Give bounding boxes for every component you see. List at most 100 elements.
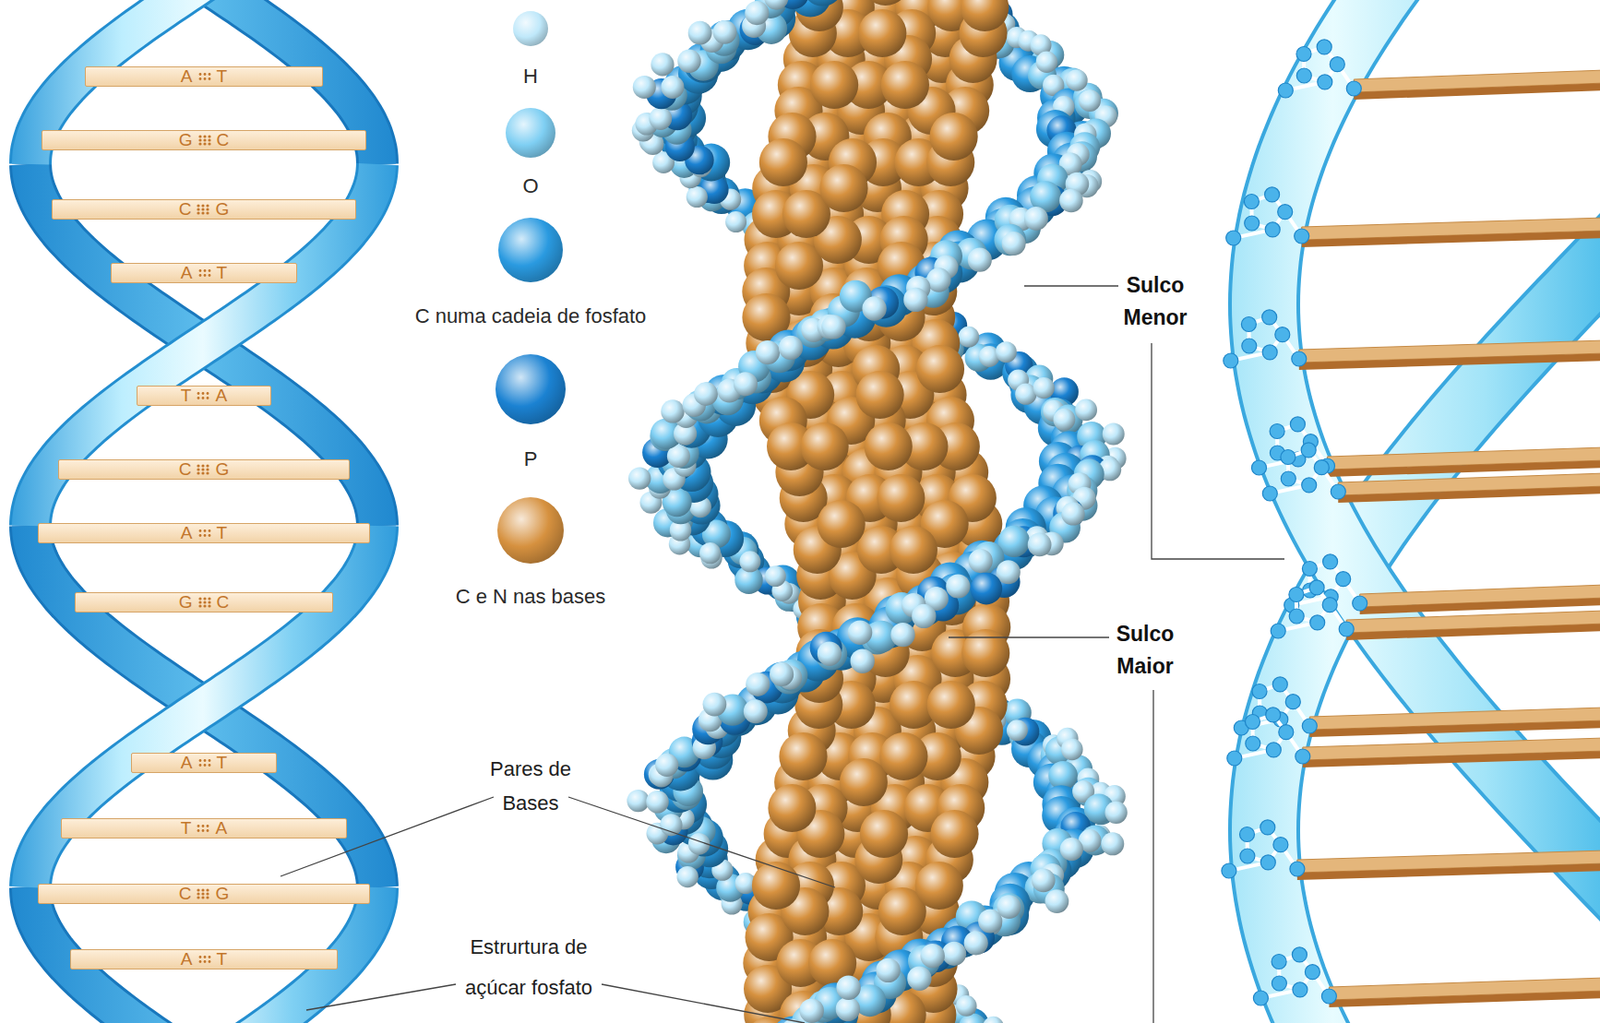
backbone-atom	[1033, 377, 1055, 399]
bond-dot	[202, 396, 205, 400]
backbone-atom	[703, 692, 728, 717]
bond-dot	[207, 960, 211, 964]
backbone-atom	[1102, 423, 1125, 446]
bond-dot	[207, 604, 211, 608]
backbone-atom	[739, 550, 761, 573]
bond-dot	[202, 392, 205, 395]
bond-dot	[197, 467, 201, 471]
backbone-atom	[693, 382, 718, 406]
base-atom	[876, 474, 925, 523]
backbone-atom	[911, 604, 936, 629]
base-atom	[778, 732, 827, 781]
bond-dot	[198, 604, 202, 608]
backbone-atom	[800, 999, 824, 1023]
bond-dot	[202, 203, 205, 207]
leader-line	[948, 636, 1110, 638]
backbone-atom	[978, 908, 1003, 933]
atom-ball	[1289, 861, 1305, 877]
atom-ball	[1301, 718, 1317, 734]
backbone-atom	[821, 314, 846, 339]
base-letter: G	[214, 200, 229, 219]
backbone-atom	[1061, 501, 1085, 526]
hydrogen-bond-dots	[195, 822, 211, 836]
bond-dot	[198, 142, 202, 145]
backbone-atom	[801, 0, 844, 7]
base-atom	[856, 370, 905, 419]
atom-ball	[1301, 477, 1317, 493]
base-atom	[752, 861, 800, 910]
bond-dot	[198, 764, 202, 767]
bond-dot	[206, 467, 210, 471]
backbone-atom	[744, 0, 769, 25]
base-pair-rung: GC	[41, 130, 368, 151]
atom-ball	[1265, 707, 1281, 723]
legend-label: C numa cadeia de fosfato	[415, 304, 647, 329]
bond-dot	[206, 207, 210, 211]
base-pair-rung: CG	[58, 459, 350, 480]
base-plank-side	[1299, 353, 1600, 371]
bond-dot	[207, 955, 211, 959]
backbone-atom	[967, 248, 992, 273]
atom-ball	[1330, 484, 1346, 500]
base-atom	[915, 861, 964, 910]
legend-label: C e N nas bases	[455, 585, 607, 609]
bond-dot	[207, 134, 211, 138]
bond-dot	[202, 829, 205, 833]
hydrogen-bond-dots	[195, 463, 211, 477]
legend-label: P	[524, 447, 538, 472]
atom-ball	[1252, 684, 1267, 700]
base-letter: A	[180, 263, 193, 283]
atom-swatch	[497, 497, 564, 564]
atom-ball	[1301, 561, 1317, 577]
bond-dot	[206, 464, 210, 467]
atom-ball	[1336, 572, 1351, 587]
base-atom	[861, 0, 910, 6]
atom-ball	[1243, 194, 1259, 210]
hydrogen-bond-dots	[197, 526, 213, 540]
base-letter: C	[179, 884, 192, 904]
bond-dot	[207, 534, 211, 538]
bond-dot	[202, 134, 206, 138]
base-letter: T	[180, 386, 192, 406]
ribbon-strand	[1264, 0, 1600, 1023]
atom-ball	[1270, 623, 1286, 639]
backbone-atom	[686, 186, 708, 208]
backbone-atom	[1061, 739, 1084, 762]
base-atom	[916, 345, 965, 394]
atom-ball	[1240, 827, 1255, 843]
atom-ball	[1277, 204, 1293, 220]
backbone-atom	[764, 565, 787, 587]
base-atom	[864, 422, 913, 471]
bond-dot	[202, 529, 206, 533]
callout-label: Estrurtura de açúcar fosfato	[448, 927, 610, 1009]
bond-dot	[198, 534, 202, 538]
atom-ball	[1262, 310, 1278, 325]
base-letter: G	[214, 884, 229, 904]
ribbon-edge	[30, 525, 378, 888]
backbone-atom	[655, 753, 679, 777]
base-letter: T	[216, 753, 228, 773]
bond-dot	[202, 824, 205, 828]
backbone-atom	[764, 0, 789, 11]
base-pair-rung: AT	[84, 66, 324, 87]
backbone-atom	[964, 931, 989, 956]
backbone-atom	[982, 1016, 1004, 1023]
backbone-atom	[659, 813, 682, 836]
bond-dot	[202, 467, 205, 471]
atom-ball	[1269, 424, 1285, 440]
bond-dot	[198, 600, 202, 604]
hydrogen-bond-dots	[197, 70, 213, 84]
bond-dot	[198, 529, 202, 533]
bracket-line	[1152, 690, 1154, 1023]
atom-ball	[1289, 417, 1305, 432]
base-letter: A	[214, 819, 227, 838]
callout-label: Pares de Bases	[475, 752, 586, 822]
atom-ball	[1253, 991, 1268, 1006]
backbone-atom	[626, 789, 649, 812]
atom-swatch	[495, 354, 566, 425]
bond-dot	[197, 464, 201, 467]
space-filling-model	[626, 0, 1127, 1023]
hydrogen-bond-dots	[197, 756, 213, 770]
base-atom	[759, 138, 808, 187]
backbone-atom	[817, 642, 842, 667]
